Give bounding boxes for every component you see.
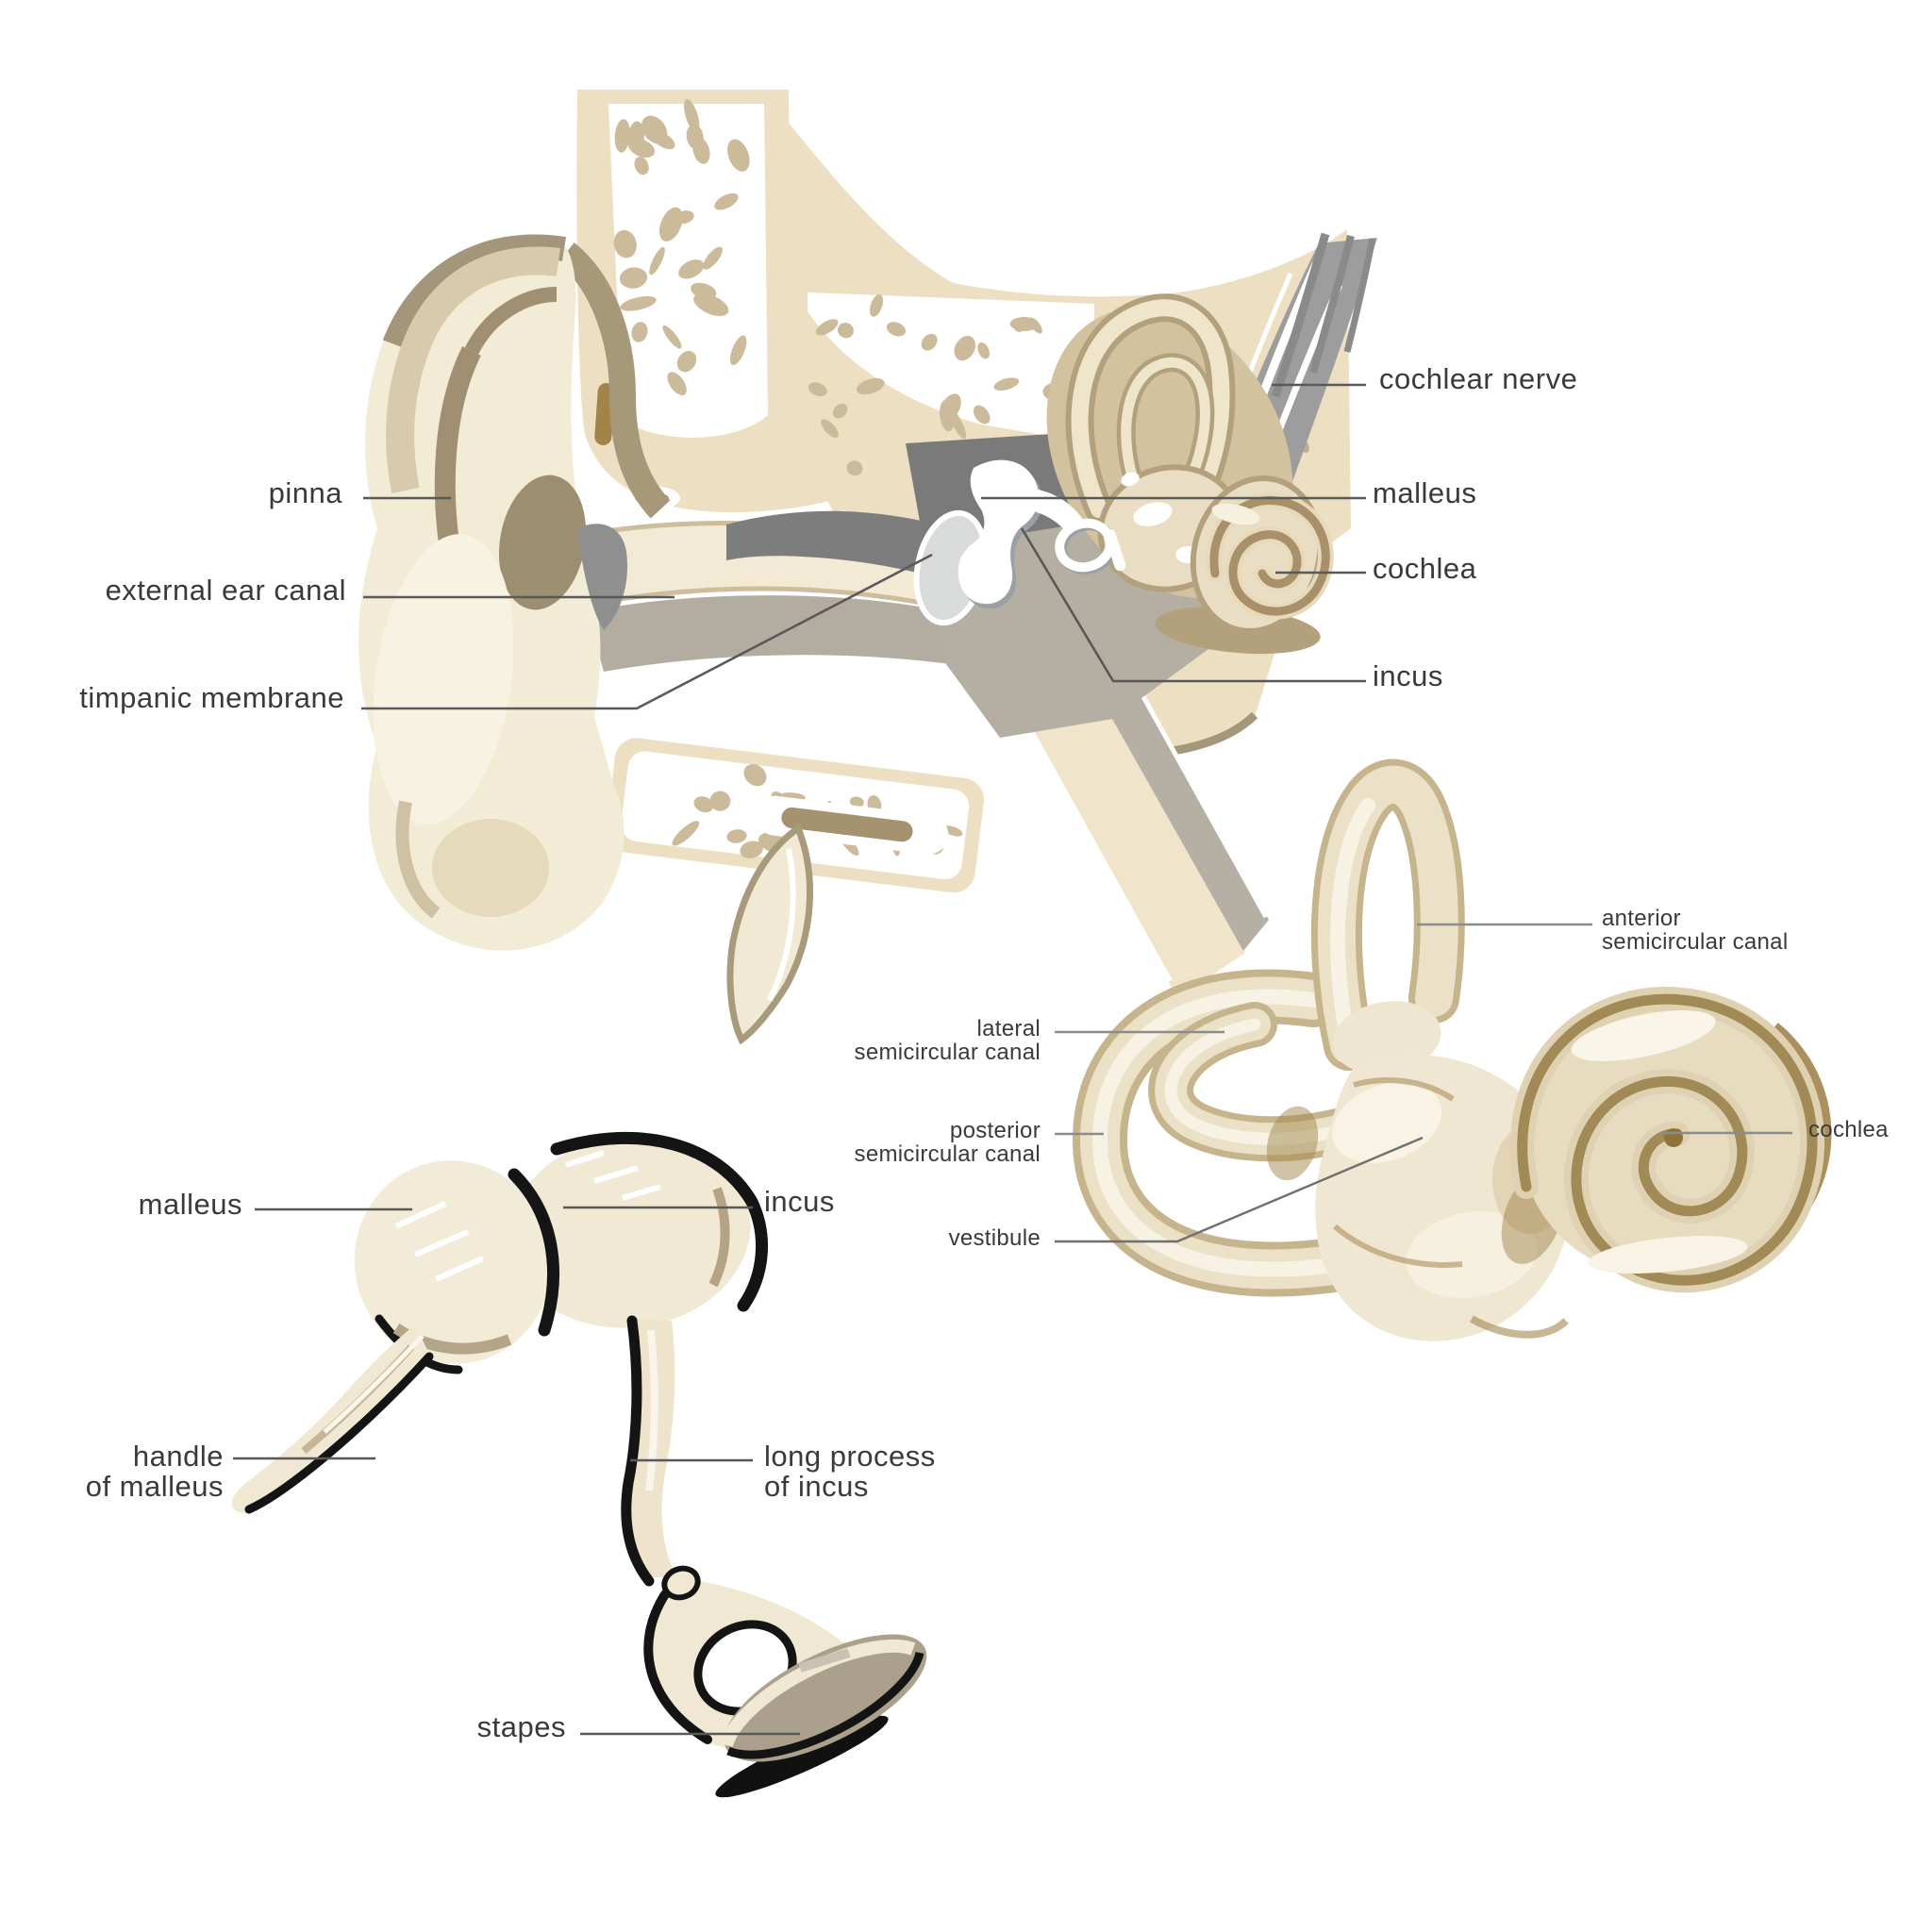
bone-speckle (939, 393, 961, 422)
bone-speckle (658, 207, 683, 242)
leader-incus-main (1020, 527, 1366, 683)
bone-speckle (743, 764, 767, 787)
bone-speckle (693, 796, 714, 813)
bone-speckle (631, 322, 648, 342)
label-cochlear-nerve: cochlear nerve (1379, 362, 1578, 395)
label-stapes: stapes (476, 1710, 566, 1743)
label-external-ear-canal: external ear canal (105, 574, 346, 607)
bone-speckle (832, 403, 848, 419)
bone-speckle (662, 325, 682, 349)
label-incus-oss: incus (764, 1185, 835, 1218)
label-handle-of-malleus: handle of malleus (85, 1440, 224, 1503)
label-long-process-of-incus: long process of incus (764, 1440, 936, 1503)
bone-speckle (678, 259, 705, 279)
bone-speckle (1028, 317, 1042, 334)
label-pinna: pinna (268, 476, 342, 509)
bone-speckle (667, 372, 687, 396)
labyrinth-figure (1072, 758, 1832, 1341)
label-malleus-main: malleus (1373, 476, 1477, 509)
bone-speckle (692, 137, 710, 164)
label-vestibule: vestibule (948, 1225, 1041, 1251)
bone-speckle (652, 131, 675, 150)
bone-speckle (714, 192, 739, 210)
bone-speckle (676, 350, 697, 373)
label-timpanic-membrane: timpanic membrane (79, 681, 344, 714)
leader-timpanic-membrane (361, 553, 933, 710)
bone-speckle (846, 460, 863, 476)
bone-speckle (634, 157, 649, 175)
bone-speckle (977, 342, 990, 359)
bone-speckle (941, 825, 963, 837)
bone-speckle (620, 295, 657, 311)
bone-speckle (727, 139, 750, 172)
bone-speckle (838, 323, 854, 339)
bone-speckle (628, 121, 644, 153)
bone-speckle (614, 119, 630, 153)
bone-speckle (726, 829, 747, 843)
label-cochlea-main: cochlea (1373, 552, 1477, 585)
bone-speckle (740, 841, 763, 858)
bone-speckle (684, 99, 700, 133)
bone-speckle (886, 322, 907, 337)
label-cochlea-labyrinth: cochlea (1808, 1117, 1889, 1142)
ossicles-figure (231, 1131, 927, 1798)
eustachian-tube (1014, 683, 1269, 998)
bone-speckle (649, 246, 665, 275)
leader-vestibule (1055, 1136, 1424, 1243)
bone-speckle (729, 335, 747, 366)
label-incus-main: incus (1373, 659, 1443, 692)
label-lateral-semicircular-canal: lateral semicircular canal (854, 1016, 1041, 1065)
bone-speckle (856, 377, 885, 395)
bone-speckle (869, 293, 884, 317)
bone-speckle (849, 796, 864, 808)
label-malleus-oss: malleus (138, 1188, 242, 1221)
label-anterior-semicircular-canal: anterior semicircular canal (1602, 906, 1789, 955)
bone-speckle (1013, 319, 1026, 332)
bone-speckle (993, 377, 1020, 391)
pinna-root-shading (557, 242, 671, 519)
bone-speckle (672, 821, 700, 846)
bone-speckle (703, 246, 723, 270)
bone-speckle (808, 382, 827, 397)
bone-speckle (709, 791, 731, 811)
bone-speckle (921, 333, 938, 351)
bone-speckle (613, 229, 637, 258)
bone-speckle (954, 336, 976, 361)
ossicles-in-situ (958, 459, 1126, 609)
bone-speckle (619, 267, 648, 289)
label-posterior-semicircular-canal: posterior semicircular canal (854, 1118, 1041, 1167)
bone-speckle (815, 319, 839, 336)
bone-speckle (973, 405, 991, 425)
bone-speckle (693, 293, 729, 317)
bone-speckle (821, 419, 839, 439)
